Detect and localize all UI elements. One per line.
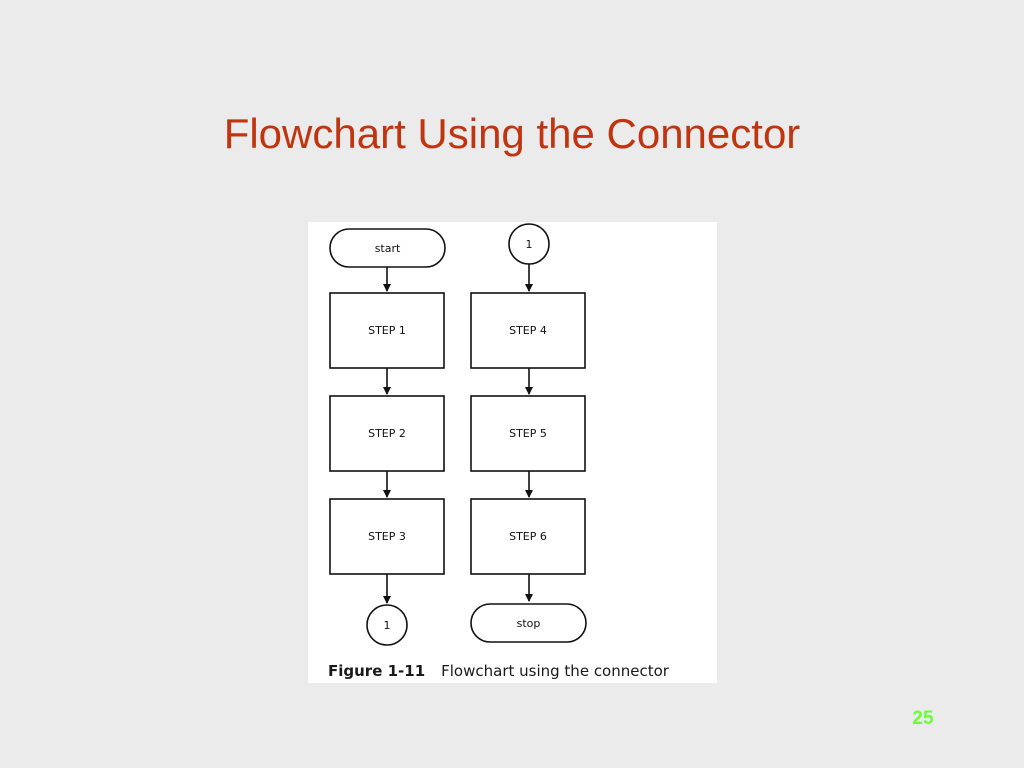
step4-label: STEP 4 <box>509 324 547 337</box>
stop-terminator <box>470 603 587 643</box>
step5-box <box>470 395 586 472</box>
step3-box <box>329 498 445 575</box>
start-label: start <box>375 242 401 255</box>
step6-label: STEP 6 <box>509 530 547 543</box>
figure-panel: start STEP 1 STEP 2 STEP 3 1 1 STEP 4 ST… <box>308 222 717 683</box>
slide-title: Flowchart Using the Connector <box>223 110 801 157</box>
step1-box <box>329 292 445 369</box>
stop-label: stop <box>517 617 541 630</box>
page-number: 25 <box>912 708 934 729</box>
step3-label: STEP 3 <box>368 530 406 543</box>
figure-caption-text: Flowchart using the connector <box>441 662 669 680</box>
step2-label: STEP 2 <box>368 427 406 440</box>
connector-out-circle <box>366 604 408 646</box>
connector-in-label: 1 <box>526 238 533 251</box>
step1-label: STEP 1 <box>368 324 406 337</box>
step4-box <box>470 292 586 369</box>
flowchart-diagram: start STEP 1 STEP 2 STEP 3 1 1 STEP 4 ST… <box>329 223 587 646</box>
connector-out-label: 1 <box>384 619 391 632</box>
figure-caption: Figure 1-11 Flowchart using the connector <box>328 662 669 680</box>
step5-label: STEP 5 <box>509 427 547 440</box>
figure-caption-label: Figure 1-11 <box>328 662 426 680</box>
step6-box <box>470 498 586 575</box>
